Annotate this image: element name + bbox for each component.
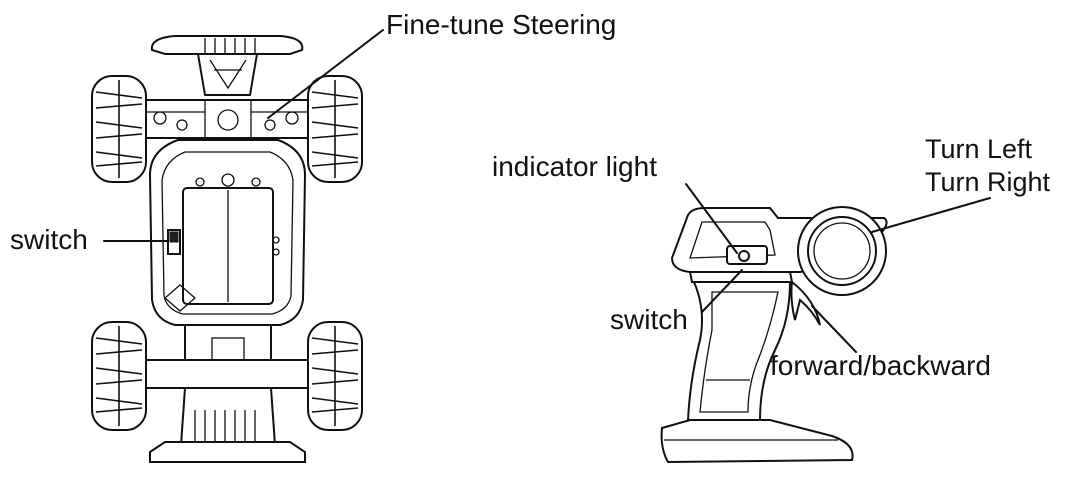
forward-backward-label: forward/backward: [770, 350, 991, 381]
forward-backward-leader: [811, 305, 857, 353]
front-left-wheel: [91, 75, 147, 183]
indicator-light-label: indicator light: [492, 151, 657, 182]
remote-switch-leader: [701, 269, 743, 313]
car-switch-label: switch: [10, 224, 88, 255]
controller-base: [660, 419, 854, 464]
fine-tune-steering-leader: [267, 29, 384, 119]
front-right-wheel: [307, 75, 363, 183]
turn-left-label: Turn Left: [925, 134, 1033, 164]
indicator-light: [738, 250, 750, 262]
rear-right-wheel: [307, 321, 363, 431]
rear-bumper: [149, 441, 306, 463]
steering-wheel-outer[interactable]: [797, 206, 887, 296]
remote-switch-label: switch: [610, 304, 688, 335]
rear-left-wheel: [91, 321, 147, 431]
rear-suspension: [139, 359, 316, 389]
indicator-light-leader: [685, 183, 738, 254]
controller-switch[interactable]: [688, 271, 794, 283]
front-bumper: [150, 35, 304, 55]
fine-tune-steering-label: Fine-tune Steering: [386, 9, 617, 40]
turn-right-label: Turn Right: [925, 167, 1051, 197]
throttle-trigger[interactable]: [790, 280, 821, 326]
remote-controller: [660, 206, 888, 464]
rc-car-top-view: [91, 35, 363, 463]
turn-leader: [871, 197, 991, 233]
